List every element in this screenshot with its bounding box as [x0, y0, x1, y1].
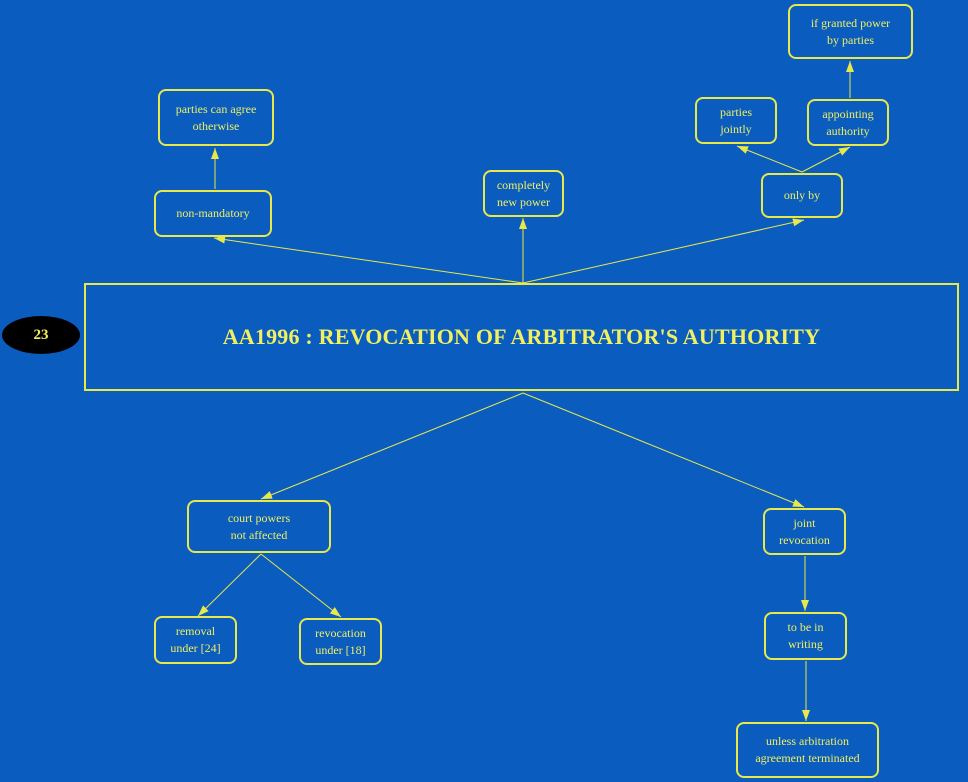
- node-removal-under-24: removal under [24]: [154, 616, 237, 664]
- node-revocation-under-18: revocation under [18]: [299, 618, 382, 665]
- node-line: not affected: [230, 527, 288, 542]
- node-line: authority: [826, 123, 870, 138]
- central-topic: AA1996 : REVOCATION OF ARBITRATOR'S AUTH…: [84, 283, 959, 391]
- node-line: revocation: [315, 625, 366, 640]
- node-line: removal: [175, 624, 216, 638]
- node-court-powers-not-affected: court powers not affected: [187, 500, 331, 553]
- arrowhead: [519, 218, 527, 229]
- node-line: if granted power: [810, 15, 891, 30]
- node-if-granted-power-by-parties: if granted power by parties: [788, 4, 913, 59]
- arrowhead: [792, 499, 804, 507]
- node-line: parties can agree: [175, 101, 257, 116]
- page-number: 23: [33, 326, 49, 343]
- connector-line: [213, 237, 524, 284]
- connector-line: [522, 392, 805, 508]
- node-appointing-authority: appointing authority: [807, 99, 889, 146]
- arrowhead: [846, 61, 854, 72]
- node-line: unless arbitration: [766, 734, 849, 748]
- arrowhead: [214, 235, 226, 244]
- node-line: writing: [788, 637, 823, 651]
- node-parties-jointly: parties jointly: [695, 97, 777, 144]
- arrowhead: [792, 218, 804, 227]
- node-line: parties: [720, 104, 752, 119]
- node-line: under [24]: [170, 641, 221, 655]
- connector-line: [260, 392, 524, 500]
- node-line: agreement terminated: [755, 751, 860, 765]
- connector-line: [197, 553, 262, 617]
- node-line: only by: [783, 188, 821, 202]
- node-line: non-mandatory: [176, 206, 250, 220]
- node-line: by parties: [827, 32, 874, 47]
- node-line: revocation: [779, 532, 830, 547]
- node-unless-arbitration-agreement-terminated: unless arbitration agreement terminated: [736, 722, 879, 778]
- node-parties-can-agree-otherwise: parties can agree otherwise: [158, 89, 274, 146]
- arrowhead: [198, 605, 209, 616]
- node-line: completely: [496, 177, 551, 192]
- node-line: jointly: [720, 121, 752, 136]
- node-line: under [18]: [315, 642, 366, 657]
- central-topic-title: AA1996 : REVOCATION OF ARBITRATOR'S AUTH…: [222, 324, 821, 349]
- node-line: appointing: [822, 106, 874, 121]
- connector-line: [736, 145, 803, 173]
- connector-line: [522, 219, 805, 284]
- arrowhead: [802, 710, 810, 721]
- arrowhead: [211, 148, 219, 159]
- node-only-by: only by: [761, 173, 843, 218]
- node-line: joint: [793, 515, 816, 530]
- node-completely-new-power: completely new power: [483, 170, 564, 217]
- arrowhead: [838, 147, 850, 156]
- arrowhead: [329, 607, 341, 617]
- arrowhead: [261, 491, 273, 499]
- connector-line: [260, 553, 342, 618]
- node-non-mandatory: non-mandatory: [154, 190, 272, 237]
- node-line: otherwise: [192, 118, 240, 133]
- node-line: court powers: [227, 510, 291, 525]
- node-line: new power: [497, 194, 550, 209]
- arrowhead: [801, 600, 809, 611]
- arrowhead: [737, 146, 749, 154]
- page-number-badge: 23: [2, 316, 80, 354]
- node-line: to be in: [787, 620, 824, 634]
- node-joint-revocation: joint revocation: [763, 508, 846, 555]
- node-to-be-in-writing: to be in writing: [764, 612, 847, 660]
